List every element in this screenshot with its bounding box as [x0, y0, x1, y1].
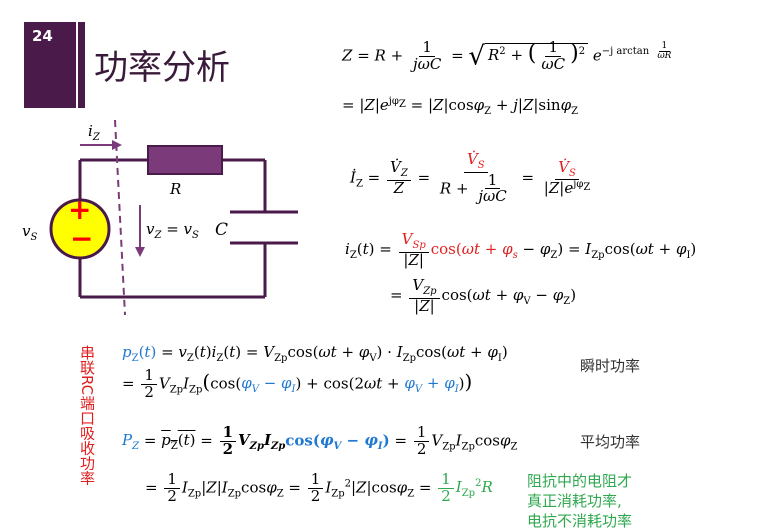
note-line-3: 电抗不消耗功率 [527, 512, 633, 530]
source-plus-sign: + [68, 193, 92, 226]
eq-iz-time-1: iZ(t) = VSp|Z|cos(ωt + φs − φZ) = IZpcos… [345, 230, 697, 269]
resistor [147, 145, 223, 175]
instant-power-label: 瞬时功率 [580, 357, 641, 375]
note-line-1: 阻抗中的电阻才 [527, 472, 633, 490]
eq-z-polar: = |Z|ejφZ = |Z|cosφZ + j|Z|sinφZ [342, 96, 579, 117]
side-vertical-label: 串联RC端口吸收功率 [78, 345, 96, 486]
title-bar-stripe [78, 22, 85, 108]
slide-number: 24 [32, 27, 53, 45]
note-line-2: 真正消耗功率, [527, 492, 622, 510]
resistor-label: R [170, 180, 182, 198]
circuit-diagram [49, 119, 298, 316]
source-label: vS [22, 222, 38, 243]
slide-title: 功率分析 [94, 48, 230, 88]
voltage-label: vZ = vS [146, 220, 199, 241]
slide-number-box [24, 22, 76, 108]
voltage-source [49, 198, 111, 260]
eq-iz-time-2: = VZp|Z|cos(ωt + φV − φZ) [390, 276, 577, 315]
source-minus-sign: − [70, 222, 94, 255]
capacitor-label: C [215, 220, 229, 240]
eq-pz-instant-1: pZ(t) = vZ(t)iZ(t) = VZpcos(ωt + φV) · I… [122, 343, 508, 364]
average-power-label: 平均功率 [580, 433, 641, 451]
current-label: iZ [88, 122, 100, 143]
